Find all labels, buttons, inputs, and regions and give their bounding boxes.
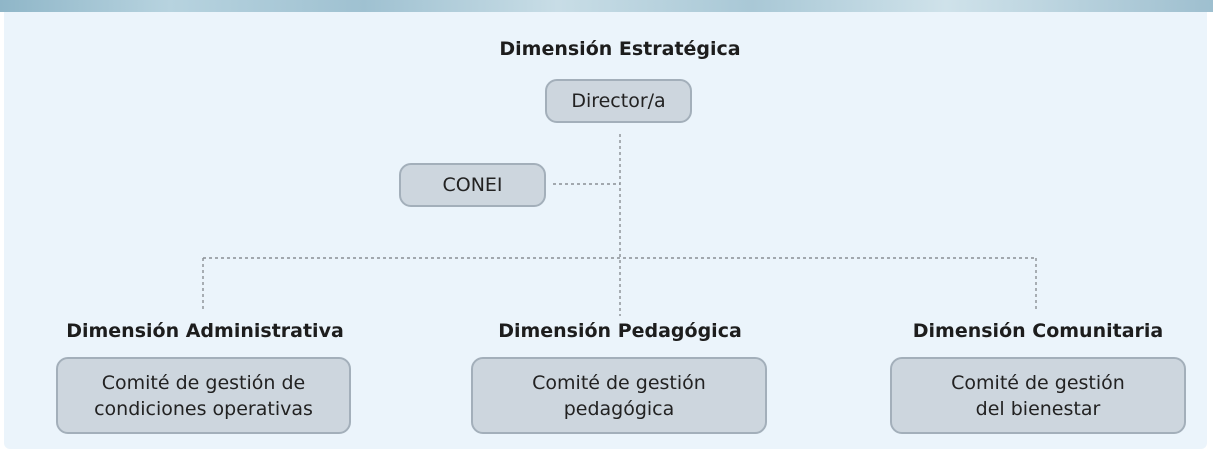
pedagogical-committee-line1: Comité de gestión xyxy=(532,371,706,394)
strategic-dimension-heading: Dimensión Estratégica xyxy=(499,38,741,60)
conei-box: CONEI xyxy=(399,163,546,207)
pedagogical-committee-box: Comité de gestión pedagógica xyxy=(471,357,767,434)
header-banner-strip xyxy=(0,0,1213,12)
conei-label: CONEI xyxy=(442,174,503,196)
bottom-margin xyxy=(0,449,1213,461)
administrative-committee-line2: condiciones operativas xyxy=(94,397,313,420)
community-committee-line2: del bienestar xyxy=(975,397,1101,420)
administrative-committee-box: Comité de gestión de condiciones operati… xyxy=(56,357,351,434)
director-label: Director/a xyxy=(571,90,666,112)
pedagogical-dimension-heading: Dimensión Pedagógica xyxy=(498,320,742,342)
community-committee-line1: Comité de gestión xyxy=(951,371,1125,394)
administrative-dimension-heading: Dimensión Administrativa xyxy=(66,320,344,342)
right-margin xyxy=(1207,12,1213,461)
community-dimension-heading: Dimensión Comunitaria xyxy=(912,320,1164,342)
community-committee-box: Comité de gestión del bienestar xyxy=(890,357,1186,434)
director-box: Director/a xyxy=(545,79,692,123)
administrative-committee-line1: Comité de gestión de xyxy=(101,371,306,394)
pedagogical-committee-line2: pedagógica xyxy=(563,397,675,420)
